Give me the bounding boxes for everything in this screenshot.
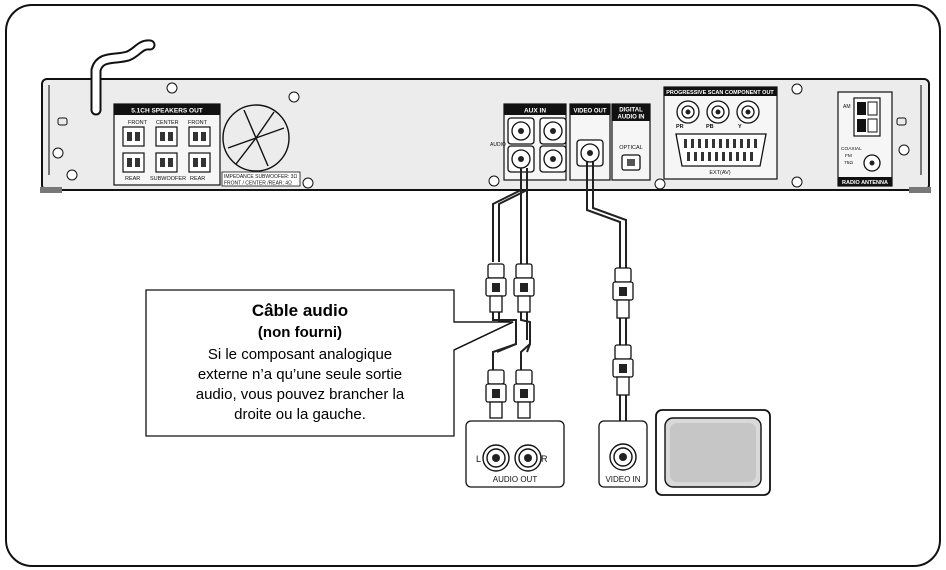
left-channel-label: L <box>476 454 481 464</box>
aux-in-title: AUX IN <box>524 108 546 115</box>
right-channel-label: R <box>541 454 548 464</box>
tv-icon <box>655 409 771 496</box>
pr-label: PR <box>676 124 684 130</box>
callout-line-2: externe n’a qu’une seule sortie <box>198 366 402 383</box>
rear-left-label: REAR <box>125 176 140 182</box>
subwoofer-label: SUBWOOFER <box>150 176 186 182</box>
component-title: PROGRESSIVE SCAN COMPONENT OUT <box>666 90 774 96</box>
fan-icon <box>222 104 290 172</box>
ext-av-label: EXT(AV) <box>709 170 730 176</box>
impedance-line-1: IMPEDANCE SUBWOOFER: 3Ω <box>224 174 297 180</box>
front-right-label: FRONT <box>188 120 208 126</box>
fm-label: FM <box>845 153 852 159</box>
radio-antenna-panel: RADIO ANTENNA AM COAXIAL FM 75Ω <box>837 91 893 187</box>
speakers-out-panel: 5.1CH SPEAKERS OUT FRONT CENTER FRONT RE… <box>113 103 221 186</box>
external-component: L R AUDIO OUT <box>465 420 565 488</box>
aux-in-panel: AUX IN AUDIO <box>490 103 567 181</box>
screw-icon <box>52 82 910 190</box>
am-label: AM <box>843 104 851 110</box>
rear-right-label: REAR <box>190 176 205 182</box>
optical-label: OPTICAL <box>619 145 643 151</box>
digital-audio-in-panel: DIGITAL AUDIO IN OPTICAL <box>611 103 651 181</box>
video-out-title: VIDEO OUT <box>573 109 606 115</box>
ohm-label: 75Ω <box>844 160 853 166</box>
speakers-out-title: 5.1CH SPEAKERS OUT <box>131 108 203 115</box>
callout-box: Câble audio (non fourni) Si le composant… <box>145 289 514 437</box>
callout-line-1: Si le composant analogique <box>208 346 392 363</box>
coaxial-label: COAXIAL <box>841 146 862 152</box>
callout-title: Câble audio <box>252 301 348 320</box>
audio-out-label: AUDIO OUT <box>493 475 538 484</box>
y-label: Y <box>738 124 742 130</box>
tv-video-in: VIDEO IN <box>598 420 648 488</box>
component-out-panel: PROGRESSIVE SCAN COMPONENT OUT PR PB Y E… <box>663 86 778 180</box>
digital-audio-in-line2: AUDIO IN <box>618 115 645 121</box>
digital-audio-in-line1: DIGITAL <box>619 108 643 114</box>
center-label: CENTER <box>156 120 179 126</box>
scart-connector <box>675 133 767 167</box>
callout-line-4: droite ou la gauche. <box>234 406 366 423</box>
video-out-panel: VIDEO OUT <box>569 103 611 181</box>
video-in-label: VIDEO IN <box>605 475 640 484</box>
audio-cable <box>492 168 531 370</box>
callout-subtitle: (non fourni) <box>258 324 342 341</box>
radio-antenna-title: RADIO ANTENNA <box>842 180 888 186</box>
front-left-label: FRONT <box>128 120 148 126</box>
pb-label: PB <box>706 124 714 130</box>
callout-line-3: audio, vous pouvez brancher la <box>196 386 405 403</box>
impedance-line-2: FRONT / CENTER /REAR: 4Ω <box>224 181 292 187</box>
aux-audio-label: AUDIO <box>490 142 506 148</box>
